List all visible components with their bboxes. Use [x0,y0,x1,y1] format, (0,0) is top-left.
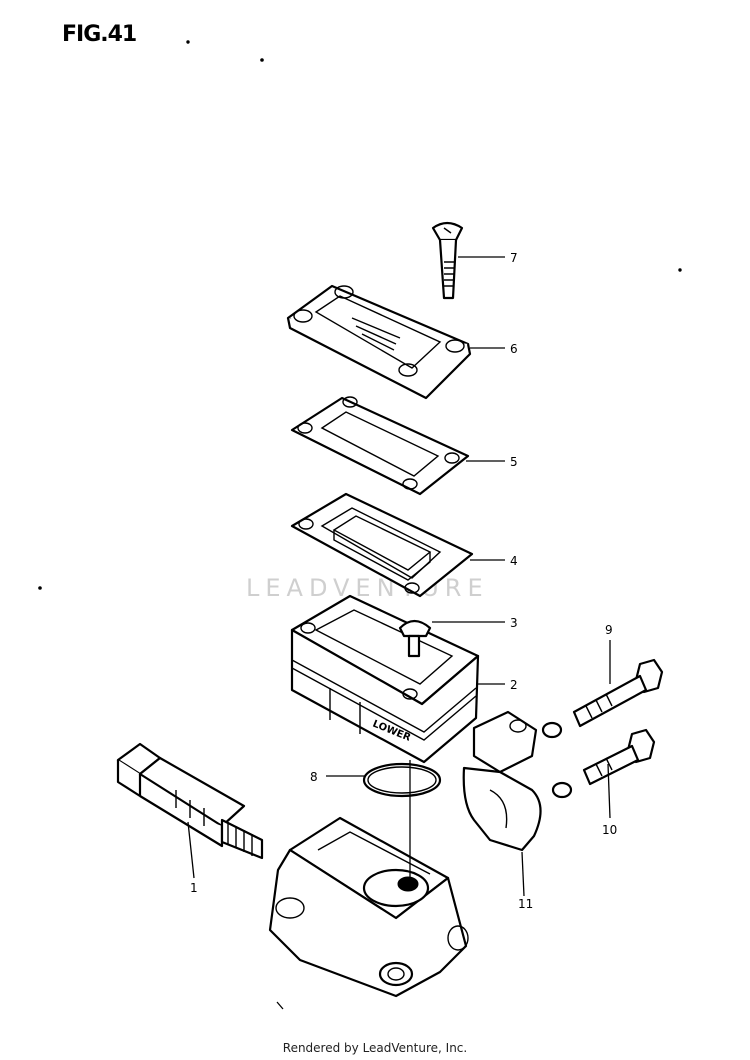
master-cylinder-body [268,816,469,998]
callout-9: 9 [605,623,613,637]
part-5-gasket [290,396,470,496]
leader-11 [521,851,525,897]
callout-5: 5 [510,455,518,469]
leader-1 [187,821,195,879]
part-9-bolt [541,658,664,739]
part-11-clamp [462,710,542,852]
callout-6: 6 [510,342,518,356]
callout-11: 11 [518,897,533,911]
part-1-piston [116,742,264,860]
callout-8: 8 [310,770,318,784]
callout-10: 10 [602,823,617,837]
part-10-bolt [551,728,656,799]
callout-1: 1 [190,881,198,895]
callout-7: 7 [510,251,518,265]
speck [678,268,682,272]
speck [186,40,190,44]
part-7-screw [431,221,464,300]
part-8-oring [362,762,442,798]
speck [276,1001,284,1010]
callout-3: 3 [510,616,518,630]
part-4-diaphragm [290,492,474,598]
leader-10 [607,763,611,819]
part-2-reservoir: LOWER [290,594,480,764]
part-6-cap [286,284,472,400]
part-3-screw [398,619,432,658]
speck [260,58,264,62]
callout-4: 4 [510,554,518,568]
speck [38,586,42,590]
figure-title: FIG.41 [62,22,137,47]
callout-2: 2 [510,678,518,692]
footer-credit: Rendered by LeadVenture, Inc. [282,1041,468,1055]
